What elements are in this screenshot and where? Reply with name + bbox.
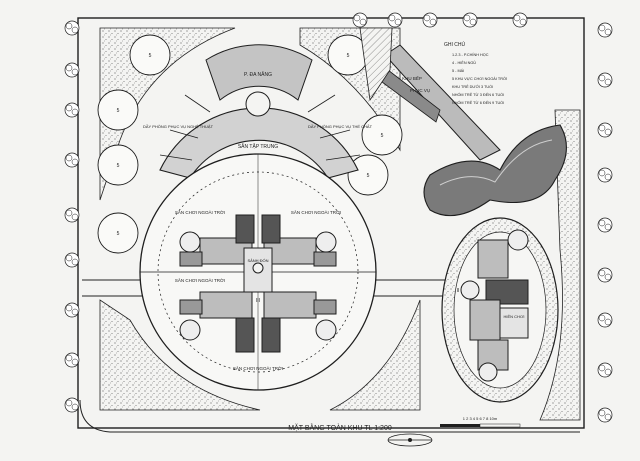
pond-highlight — [439, 139, 553, 186]
label-hall: P. ĐA NĂNG — [244, 71, 272, 78]
entrance-road — [79, 399, 580, 433]
tree-icon — [597, 312, 613, 328]
play-circle: 5 — [97, 212, 139, 254]
hatched-yard — [359, 27, 393, 102]
lawn-bottom-left — [99, 299, 261, 411]
tree-icon — [597, 407, 613, 423]
legend-item: 5 KHU VỰC CHƠI NGOÀI TRỜI — [452, 76, 507, 81]
tree-icon — [64, 252, 80, 268]
label-courtyard: SÂN TẬP TRUNG — [238, 143, 278, 150]
pond — [423, 124, 567, 217]
site-boundary — [77, 17, 585, 429]
tree-icon — [64, 397, 80, 413]
lawn-top-left — [99, 27, 236, 201]
label-play-tr: SÂN CHƠI NGOÀI TRỜI — [291, 209, 341, 215]
play-circle: 5 — [347, 154, 389, 196]
tree-icon — [64, 352, 80, 368]
label-right-no: II — [457, 288, 460, 294]
play-circle-label: 5 — [149, 53, 152, 59]
tree-icon — [64, 20, 80, 36]
tree-icon — [64, 102, 80, 118]
play-circle: 5 — [97, 144, 139, 186]
arc-partitions — [159, 94, 361, 161]
legend-heading: GHI CHÚ — [444, 41, 466, 48]
tree-icon — [597, 22, 613, 38]
label-center-no: III — [256, 298, 260, 304]
tree-icon — [597, 362, 613, 378]
lawn-right — [539, 109, 581, 421]
play-circle-label: 5 — [347, 53, 350, 59]
play-circle: 5 — [129, 34, 171, 76]
tree-icon — [352, 12, 368, 28]
multi-purpose-hall — [205, 44, 313, 101]
play-circles: 5 5 5 5 5 5 5 — [97, 34, 403, 254]
tree-icon — [597, 167, 613, 183]
svg-text:1 2 3 4 5 6 7 8 10m: 1 2 3 4 5 6 7 8 10m — [463, 416, 498, 421]
play-circle-label: 5 — [381, 133, 384, 139]
tree-icon — [512, 12, 528, 28]
legend-item: NHÓM TRẺ TỪ 6 ĐẾN 9 TUỔI — [452, 100, 504, 105]
lawn-bottom-mid — [329, 299, 421, 411]
label-service-right: DẦY PHÒNG PHỤC VỤ THỂ CHẤT — [308, 124, 373, 129]
tree-icon — [597, 72, 613, 88]
play-circle-label: 5 — [117, 231, 120, 237]
play-circle-label: 5 — [117, 108, 120, 114]
drawing-title: MẶT BẰNG TOÀN KHU TL 1:200 — [288, 423, 392, 432]
label-admin: HIÊN CHƠI — [504, 314, 525, 319]
tree-icon — [64, 152, 80, 168]
north-arrow-icon — [387, 433, 433, 447]
legend-item: NHÓM TRẺ TỪ 3 ĐẾN 6 TUỔI — [452, 92, 504, 97]
play-circle-label: 5 — [367, 173, 370, 179]
arc-building — [159, 107, 359, 179]
scale-bar: 1 2 3 4 5 6 7 8 10m — [440, 416, 521, 428]
legend-item: 1.2.3 - P.CHÍNH HỌC — [452, 53, 489, 57]
tree-icon — [64, 302, 80, 318]
play-circle: 5 — [361, 114, 403, 156]
tree-row — [64, 12, 613, 423]
tree-icon — [422, 12, 438, 28]
label-play-br: SÂN CHƠI NGOÀI TRỜI — [233, 365, 283, 371]
legend-item: KHU TRẺ DƯỚI 3 TUỔI — [452, 84, 493, 89]
tree-icon — [462, 12, 478, 28]
label-play-tl: SÂN CHƠI NGOÀI TRỜI — [175, 209, 225, 215]
tree-icon — [64, 62, 80, 78]
hall-oculus — [245, 91, 271, 117]
label-service-left: DẦY PHÒNG PHỤC VỤ NGHỆ THUẬT — [143, 124, 214, 129]
oval-buildings — [460, 229, 529, 382]
legend: GHI CHÚ 1.2.3 - P.CHÍNH HỌC 4 - HIÊN NGỦ 5… — [444, 41, 507, 105]
legend-item: 4 - HIÊN NGỦ — [452, 60, 476, 65]
tree-icon — [597, 217, 613, 233]
tree-icon — [597, 122, 613, 138]
tree-icon — [597, 267, 613, 283]
label-service: PHỤC VỤ — [410, 88, 430, 93]
label-play-bl: SÂN CHƠI NGOÀI TRỜI — [175, 277, 225, 283]
tree-icon — [64, 207, 80, 223]
legend-item: 5 - MÁI — [452, 69, 464, 73]
kitchen-wing — [384, 44, 501, 161]
play-circle-label: 5 — [117, 163, 120, 169]
central-buildings — [179, 214, 337, 353]
tree-icon — [387, 12, 403, 28]
label-kitchen: KHU BẾP — [402, 75, 422, 81]
play-circle: 5 — [97, 89, 139, 131]
label-lobby: SẢNH ĐÓN — [247, 258, 268, 263]
